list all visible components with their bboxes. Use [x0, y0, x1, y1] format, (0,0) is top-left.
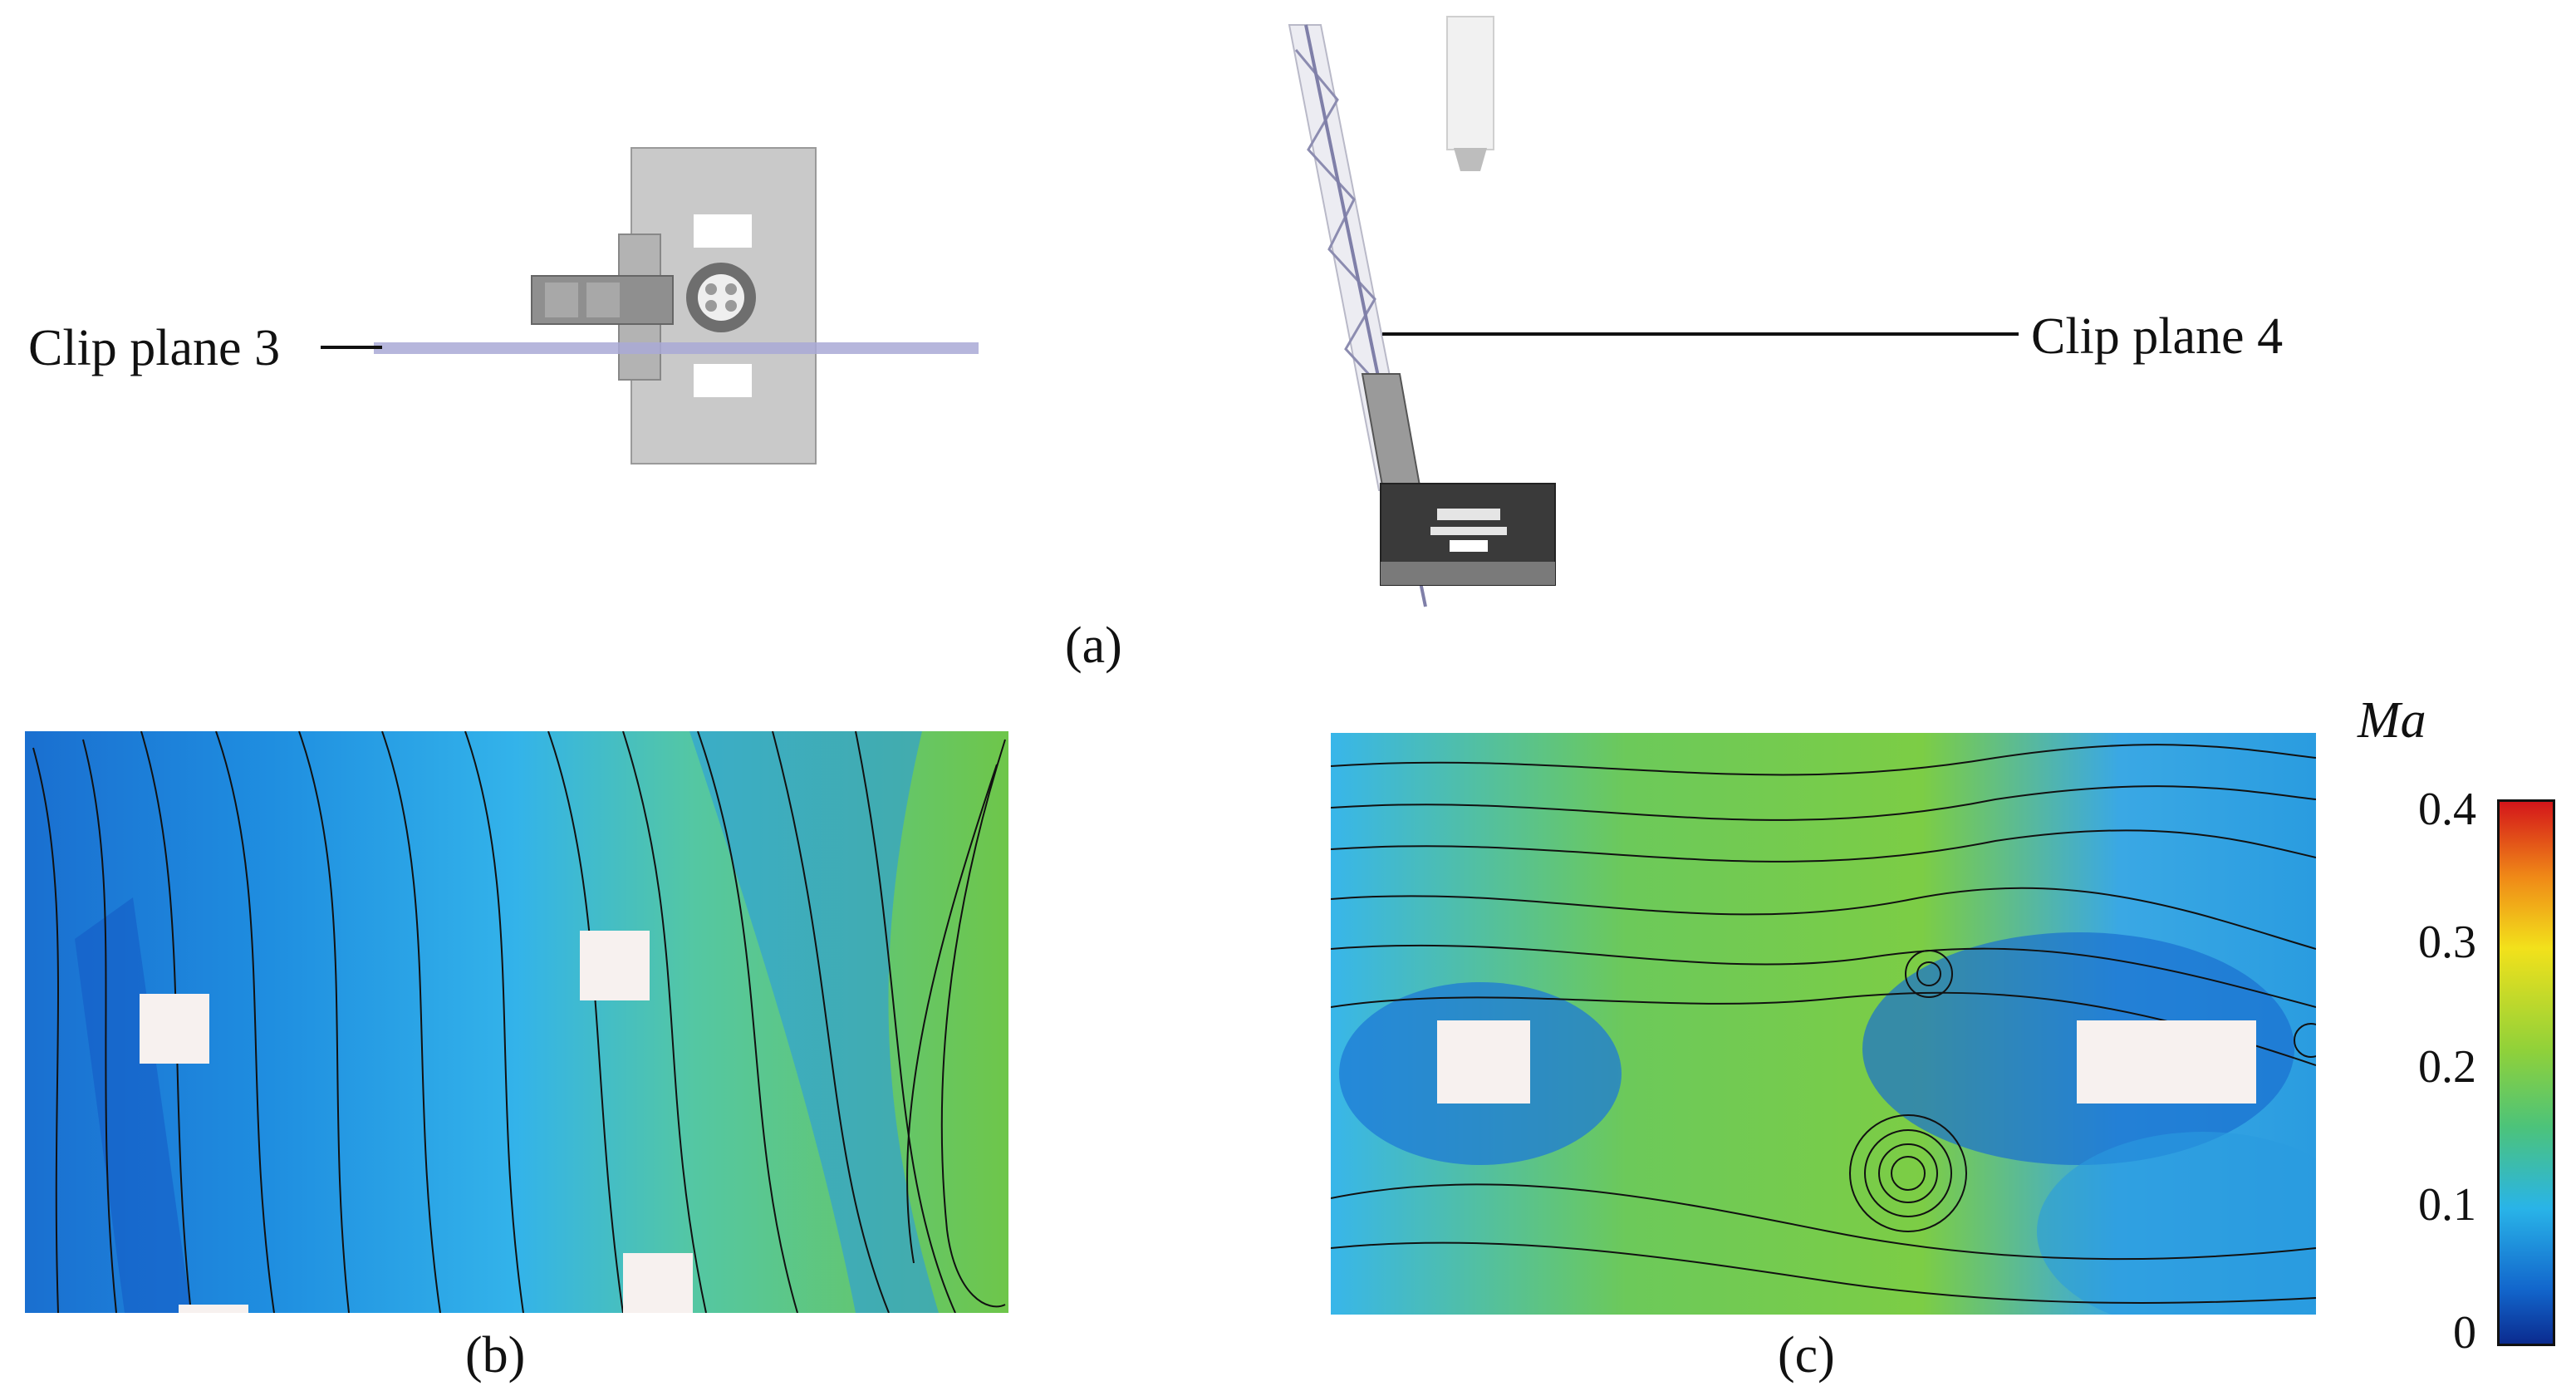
caption-b: (b): [465, 1327, 526, 1384]
clip-plane-3-bar: [374, 342, 979, 354]
right-model: [1288, 16, 1556, 607]
left-model: [531, 147, 817, 465]
clip-plane-4-label: Clip plane 4: [2031, 308, 2284, 365]
colorbar-tick-0: 0: [2453, 1307, 2476, 1359]
flow-field-b: [25, 731, 1008, 1313]
panel-b: [25, 731, 1008, 1313]
panel-a: Clip plane 3 Clip plane 4 (a): [0, 0, 2576, 681]
colorbar-tick-0.2: 0.2: [2418, 1041, 2476, 1093]
caption-c: (c): [1778, 1327, 1835, 1384]
geometry-views-svg: [321, 16, 2019, 607]
colorbar-tick-0.1: 0.1: [2418, 1179, 2476, 1231]
caption-a: (a): [1065, 617, 1122, 674]
colorbar-tick-0.4: 0.4: [2418, 784, 2476, 835]
colorbar-title: Ma: [2358, 692, 2426, 749]
colorbar: [2497, 799, 2555, 1346]
colorbar-tick-0.3: 0.3: [2418, 917, 2476, 968]
panel-c: [1331, 733, 2316, 1315]
flow-field-c: [1331, 733, 2316, 1315]
clip-plane-3-label: Clip plane 3: [28, 320, 281, 376]
